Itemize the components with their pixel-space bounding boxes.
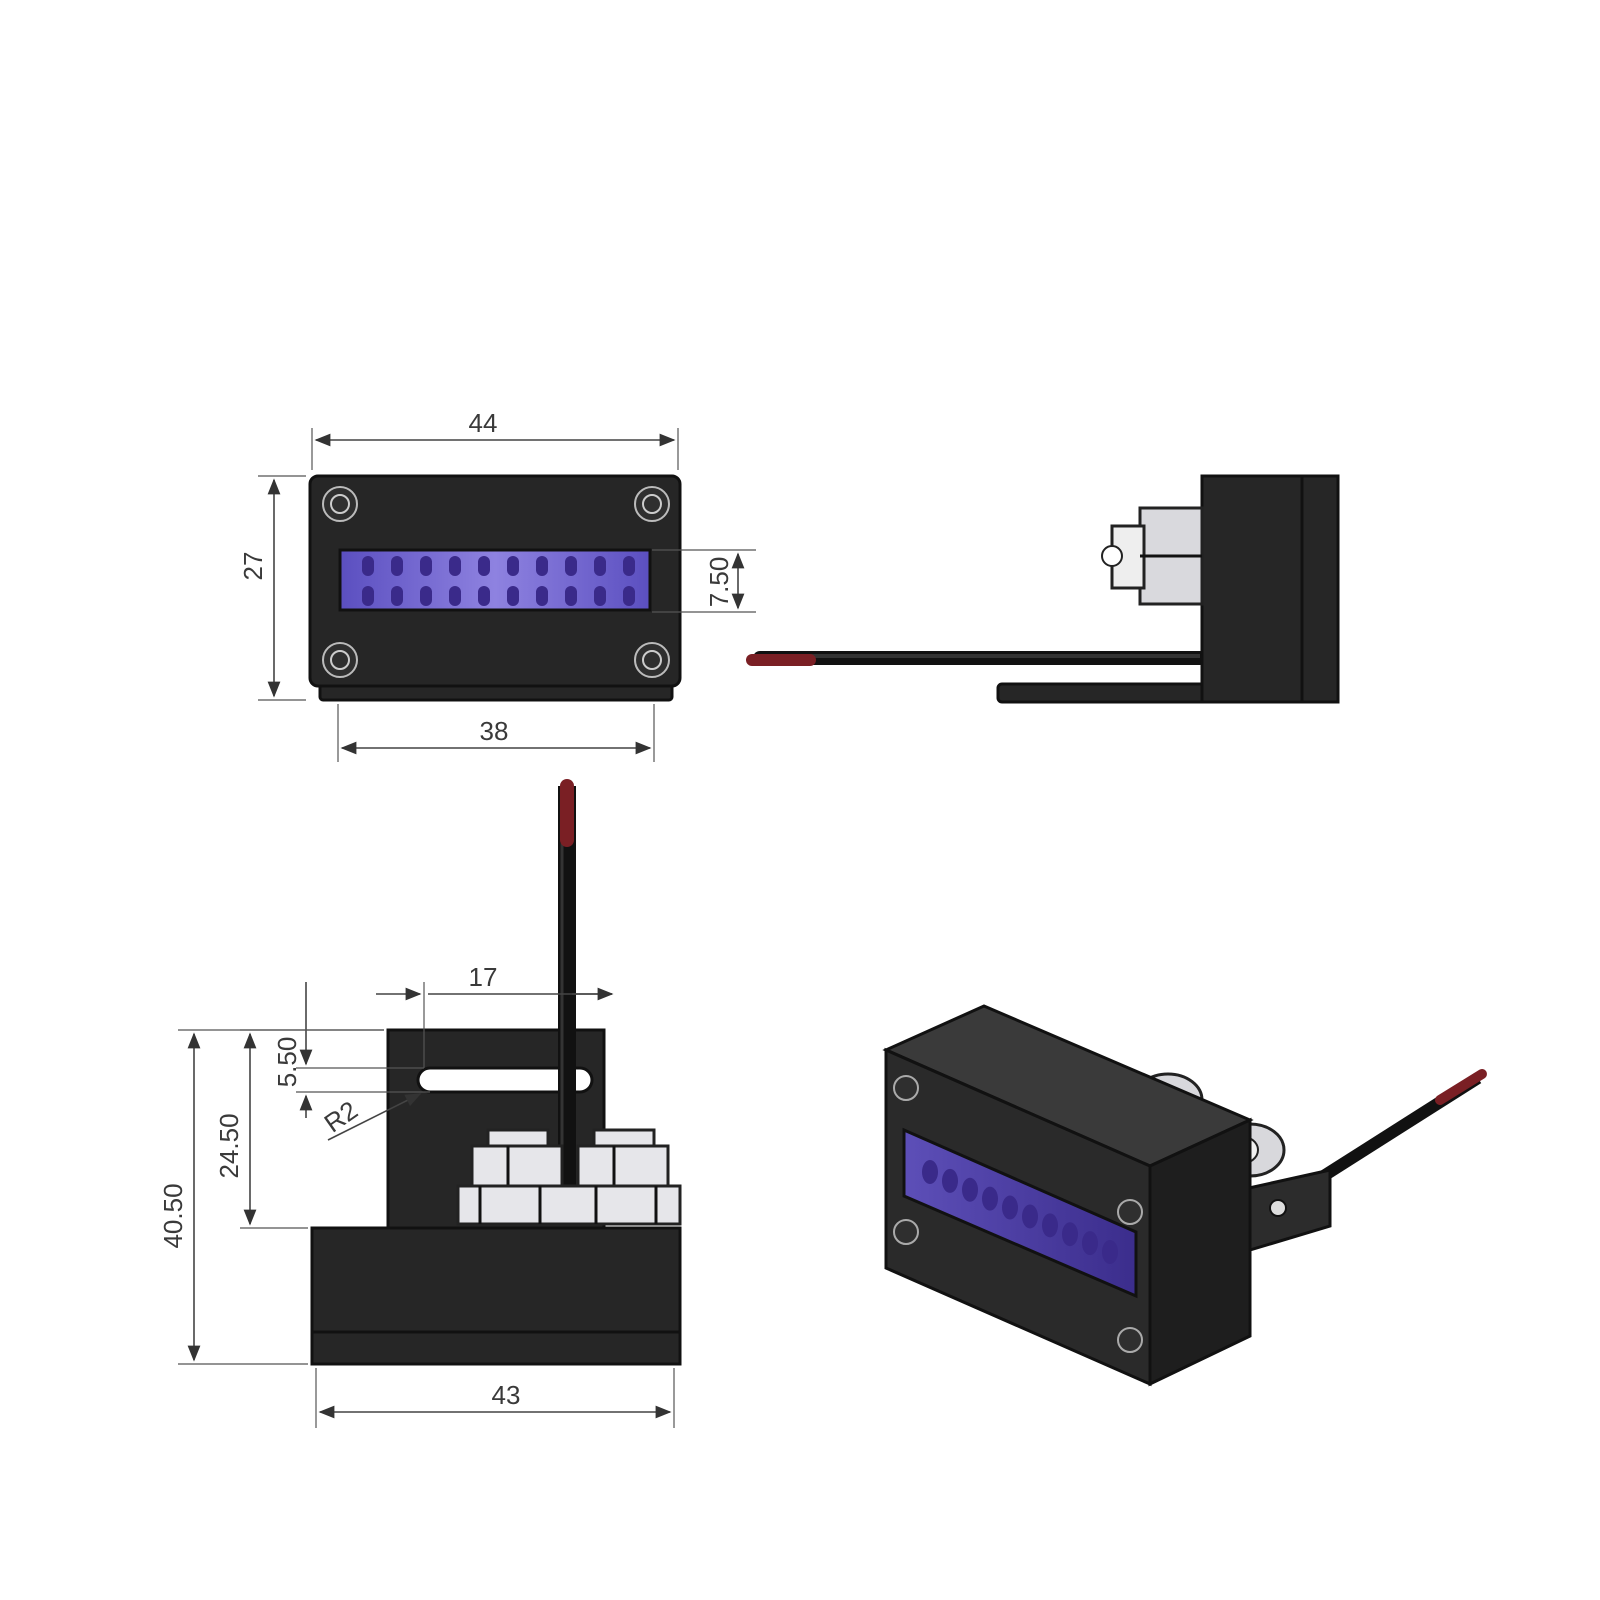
front-view: 44 27 7.50 38 — [238, 408, 756, 762]
led-icon — [420, 556, 432, 576]
led-icon — [1102, 1240, 1118, 1264]
dim-slot-radius: R2 — [319, 1095, 363, 1139]
led-icon — [962, 1177, 978, 1202]
screw-icon — [634, 642, 670, 678]
dim-slot-to-base: 24.50 — [214, 1113, 244, 1178]
led-icon — [478, 586, 490, 606]
screw-icon — [322, 642, 358, 678]
led-icon — [536, 586, 548, 606]
top-housing — [310, 1226, 682, 1334]
dim-total-height: 40.50 — [158, 1183, 188, 1248]
led-icon — [507, 586, 519, 606]
led-icon — [449, 556, 461, 576]
side-view — [746, 474, 1340, 704]
top-view: 17 5.50 R2 24.50 40.50 43 — [158, 779, 682, 1428]
led-icon — [594, 586, 606, 606]
led-icon — [1042, 1213, 1058, 1238]
led-icon — [1062, 1222, 1078, 1247]
led-icon — [507, 556, 519, 576]
led-icon — [982, 1186, 998, 1211]
dim-front-width: 44 — [469, 408, 498, 438]
led-icon — [942, 1168, 958, 1193]
led-icon — [623, 586, 635, 606]
washer-row — [456, 1184, 682, 1226]
led-icon — [449, 586, 461, 606]
dim-slot-height: 5.50 — [272, 1037, 302, 1088]
led-icon — [391, 586, 403, 606]
led-icon — [478, 556, 490, 576]
led-icon — [1002, 1195, 1018, 1220]
led-icon — [1082, 1231, 1098, 1256]
screw-icon — [1117, 1199, 1143, 1225]
mounting-slot — [416, 1066, 594, 1094]
led-icon — [623, 556, 635, 576]
led-icon — [565, 586, 577, 606]
led-icon — [536, 556, 548, 576]
screw-icon — [1117, 1327, 1143, 1353]
screw-icon — [322, 486, 358, 522]
dim-window-height: 7.50 — [704, 557, 734, 608]
led-icon — [594, 556, 606, 576]
iso-side-face — [1148, 1117, 1252, 1387]
led-row-bottom — [362, 586, 635, 606]
isometric-view — [882, 1004, 1487, 1387]
led-icon — [362, 556, 374, 576]
iso-led-row — [922, 1160, 1118, 1264]
led-icon — [362, 586, 374, 606]
iso-uv-window — [902, 1127, 1138, 1299]
led-icon — [420, 586, 432, 606]
led-icon — [391, 556, 403, 576]
screw-icon — [893, 1219, 919, 1245]
led-icon — [1022, 1204, 1038, 1229]
dim-slot-offset: 17 — [469, 962, 498, 992]
led-icon — [922, 1160, 938, 1184]
led-icon — [565, 556, 577, 576]
dim-base-width-front: 38 — [480, 716, 509, 746]
dim-base-width-side: 43 — [492, 1380, 521, 1410]
screw-icon — [634, 486, 670, 522]
led-row-top — [362, 556, 635, 576]
dim-front-height: 27 — [238, 552, 268, 581]
top-housing-front — [310, 1330, 682, 1366]
side-housing — [1200, 474, 1340, 704]
screw-icon — [893, 1075, 919, 1101]
